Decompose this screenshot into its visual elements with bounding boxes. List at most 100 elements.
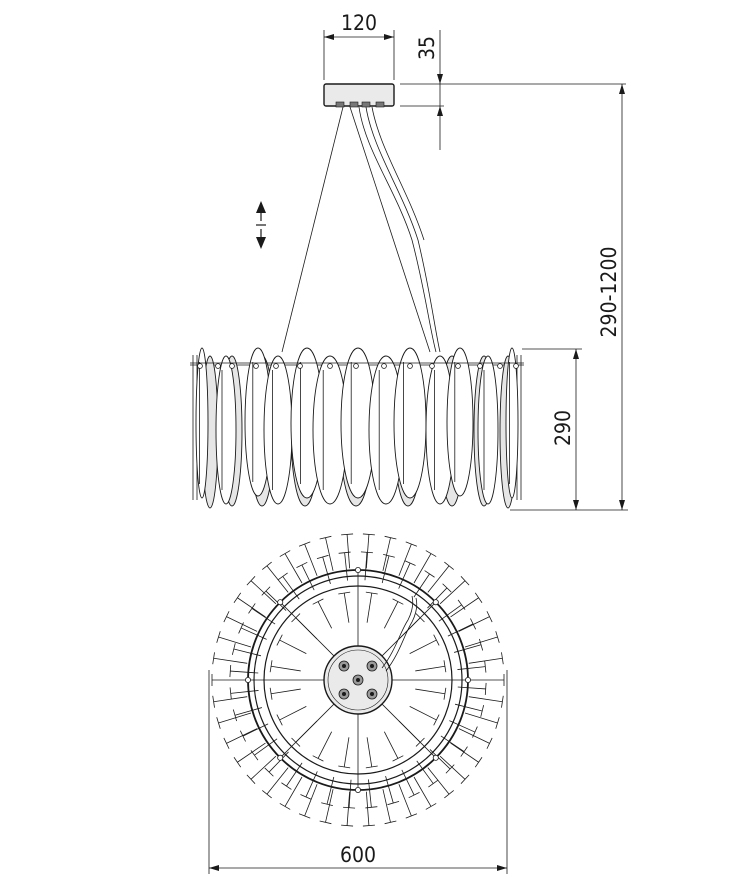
crystal-spike-tip [460, 576, 470, 586]
crystal-spike [385, 776, 394, 804]
crystal-spike [317, 601, 333, 629]
crystal-spike-tip [250, 750, 259, 761]
crystal-spike [279, 705, 307, 721]
crystal-spike-tip [277, 572, 288, 581]
total-height-label: 290-1200 [597, 247, 621, 338]
crystal-spike [401, 769, 415, 796]
spoke-joint [244, 677, 251, 684]
crystal-spike [237, 597, 266, 618]
glass-lobe-front [393, 347, 427, 499]
crystal-spike [322, 556, 331, 584]
bulb-sockets [338, 660, 378, 700]
crystal-spike-tip [238, 622, 244, 634]
rivet [429, 363, 435, 369]
crystal-spike-tip [269, 687, 273, 700]
crystal-spike-tip [279, 803, 291, 810]
crystal-spike [346, 534, 351, 569]
crystal-spike-tip [338, 765, 351, 769]
crystal-spike [409, 639, 437, 655]
crystal-spike [240, 627, 267, 640]
crystal-spike [468, 657, 503, 664]
rivet [253, 363, 259, 369]
crystal-spike-tip [486, 737, 493, 749]
crystal-spike [266, 565, 289, 593]
crystal-spike [325, 537, 334, 571]
crystal-spike [366, 737, 373, 767]
crystal-spike-tip [300, 794, 312, 800]
crystal-spike [282, 576, 300, 600]
crystal-spike-tip [321, 802, 333, 807]
crystal-spike [213, 657, 248, 664]
rivet [477, 363, 483, 369]
crystal-spike [457, 666, 486, 670]
crystal-spike-tip [365, 806, 378, 809]
crystal-spike [415, 688, 445, 695]
crystal-spike-tip [443, 687, 447, 700]
crystal-spike [279, 639, 307, 655]
rivet [197, 363, 203, 369]
crystal-spike [413, 776, 432, 807]
crystal-spike [439, 755, 466, 780]
crystal-spike-tip [445, 764, 455, 774]
glass-lobe-front [505, 347, 519, 499]
crystal-spike [365, 791, 370, 826]
glass-lobe-front [263, 355, 293, 505]
crystal-spike-tip [298, 813, 311, 819]
crystal-spike-tip [229, 687, 232, 700]
crystal-spike [218, 636, 252, 648]
crystal-spike-tip [470, 618, 477, 630]
frame-spoke [279, 601, 335, 657]
crystal-spike-tip [360, 551, 373, 554]
adjustable-height-icon [256, 201, 266, 249]
crystal-spike-tip [264, 767, 274, 777]
crystal-spike-tip [239, 730, 246, 742]
crystal-spike-tip [408, 792, 420, 799]
crystal-spike-tip [233, 757, 242, 768]
crystal-spike-tip [279, 550, 291, 557]
crystal-spike-tip [312, 598, 324, 605]
crystal-spike [301, 564, 315, 591]
bulb-socket-center [370, 692, 374, 696]
crystal-spike-tip [362, 824, 375, 827]
crystal-spike-tip [384, 535, 397, 540]
dimension-canopy-height: 35 [400, 30, 626, 150]
side-view [190, 83, 524, 509]
rivet [273, 363, 279, 369]
frame-spokes [244, 567, 471, 794]
crystal-spike [447, 623, 474, 637]
crystal-spike-tip [480, 705, 485, 717]
crystal-spike-tip [387, 801, 400, 806]
crystal-spike-tip [460, 774, 470, 784]
crystal-spike-tip [231, 643, 236, 655]
spoke-joint [277, 754, 284, 761]
crystal-spike-tip [404, 560, 416, 566]
crystal-spike-tip [405, 541, 418, 547]
bottom-view [211, 533, 505, 827]
crystal-spike-tip [433, 714, 440, 726]
crystal-spike [449, 720, 476, 733]
crystal-spike [346, 791, 351, 826]
crystal-spike [254, 738, 278, 756]
crystal-spike [250, 755, 277, 780]
crystal-spike-tip [262, 561, 272, 570]
crystal-spike [326, 776, 335, 805]
crystal-spike-tip [246, 576, 256, 586]
crystal-spike-tip [365, 765, 378, 769]
crystal-spike-tip [484, 682, 487, 695]
frame-spoke [279, 703, 335, 759]
crystal-spike [454, 703, 483, 712]
glass-lobes [190, 347, 524, 509]
crystal-spike-tip [474, 757, 483, 768]
crystal-spike [464, 636, 498, 648]
crystal-spike-tip [460, 746, 468, 757]
crystal-spike-tip [383, 553, 395, 558]
crystal-spike [429, 749, 451, 770]
crystal-spike [398, 543, 412, 576]
crystal-spike-tip [428, 779, 439, 788]
crystal-spike [226, 728, 258, 744]
crystal-spike-tip [312, 755, 324, 762]
crystal-spike [383, 601, 399, 629]
crystal-spike-tip [262, 790, 272, 799]
rivet [407, 363, 413, 369]
crystal-spike-tip [223, 737, 230, 749]
